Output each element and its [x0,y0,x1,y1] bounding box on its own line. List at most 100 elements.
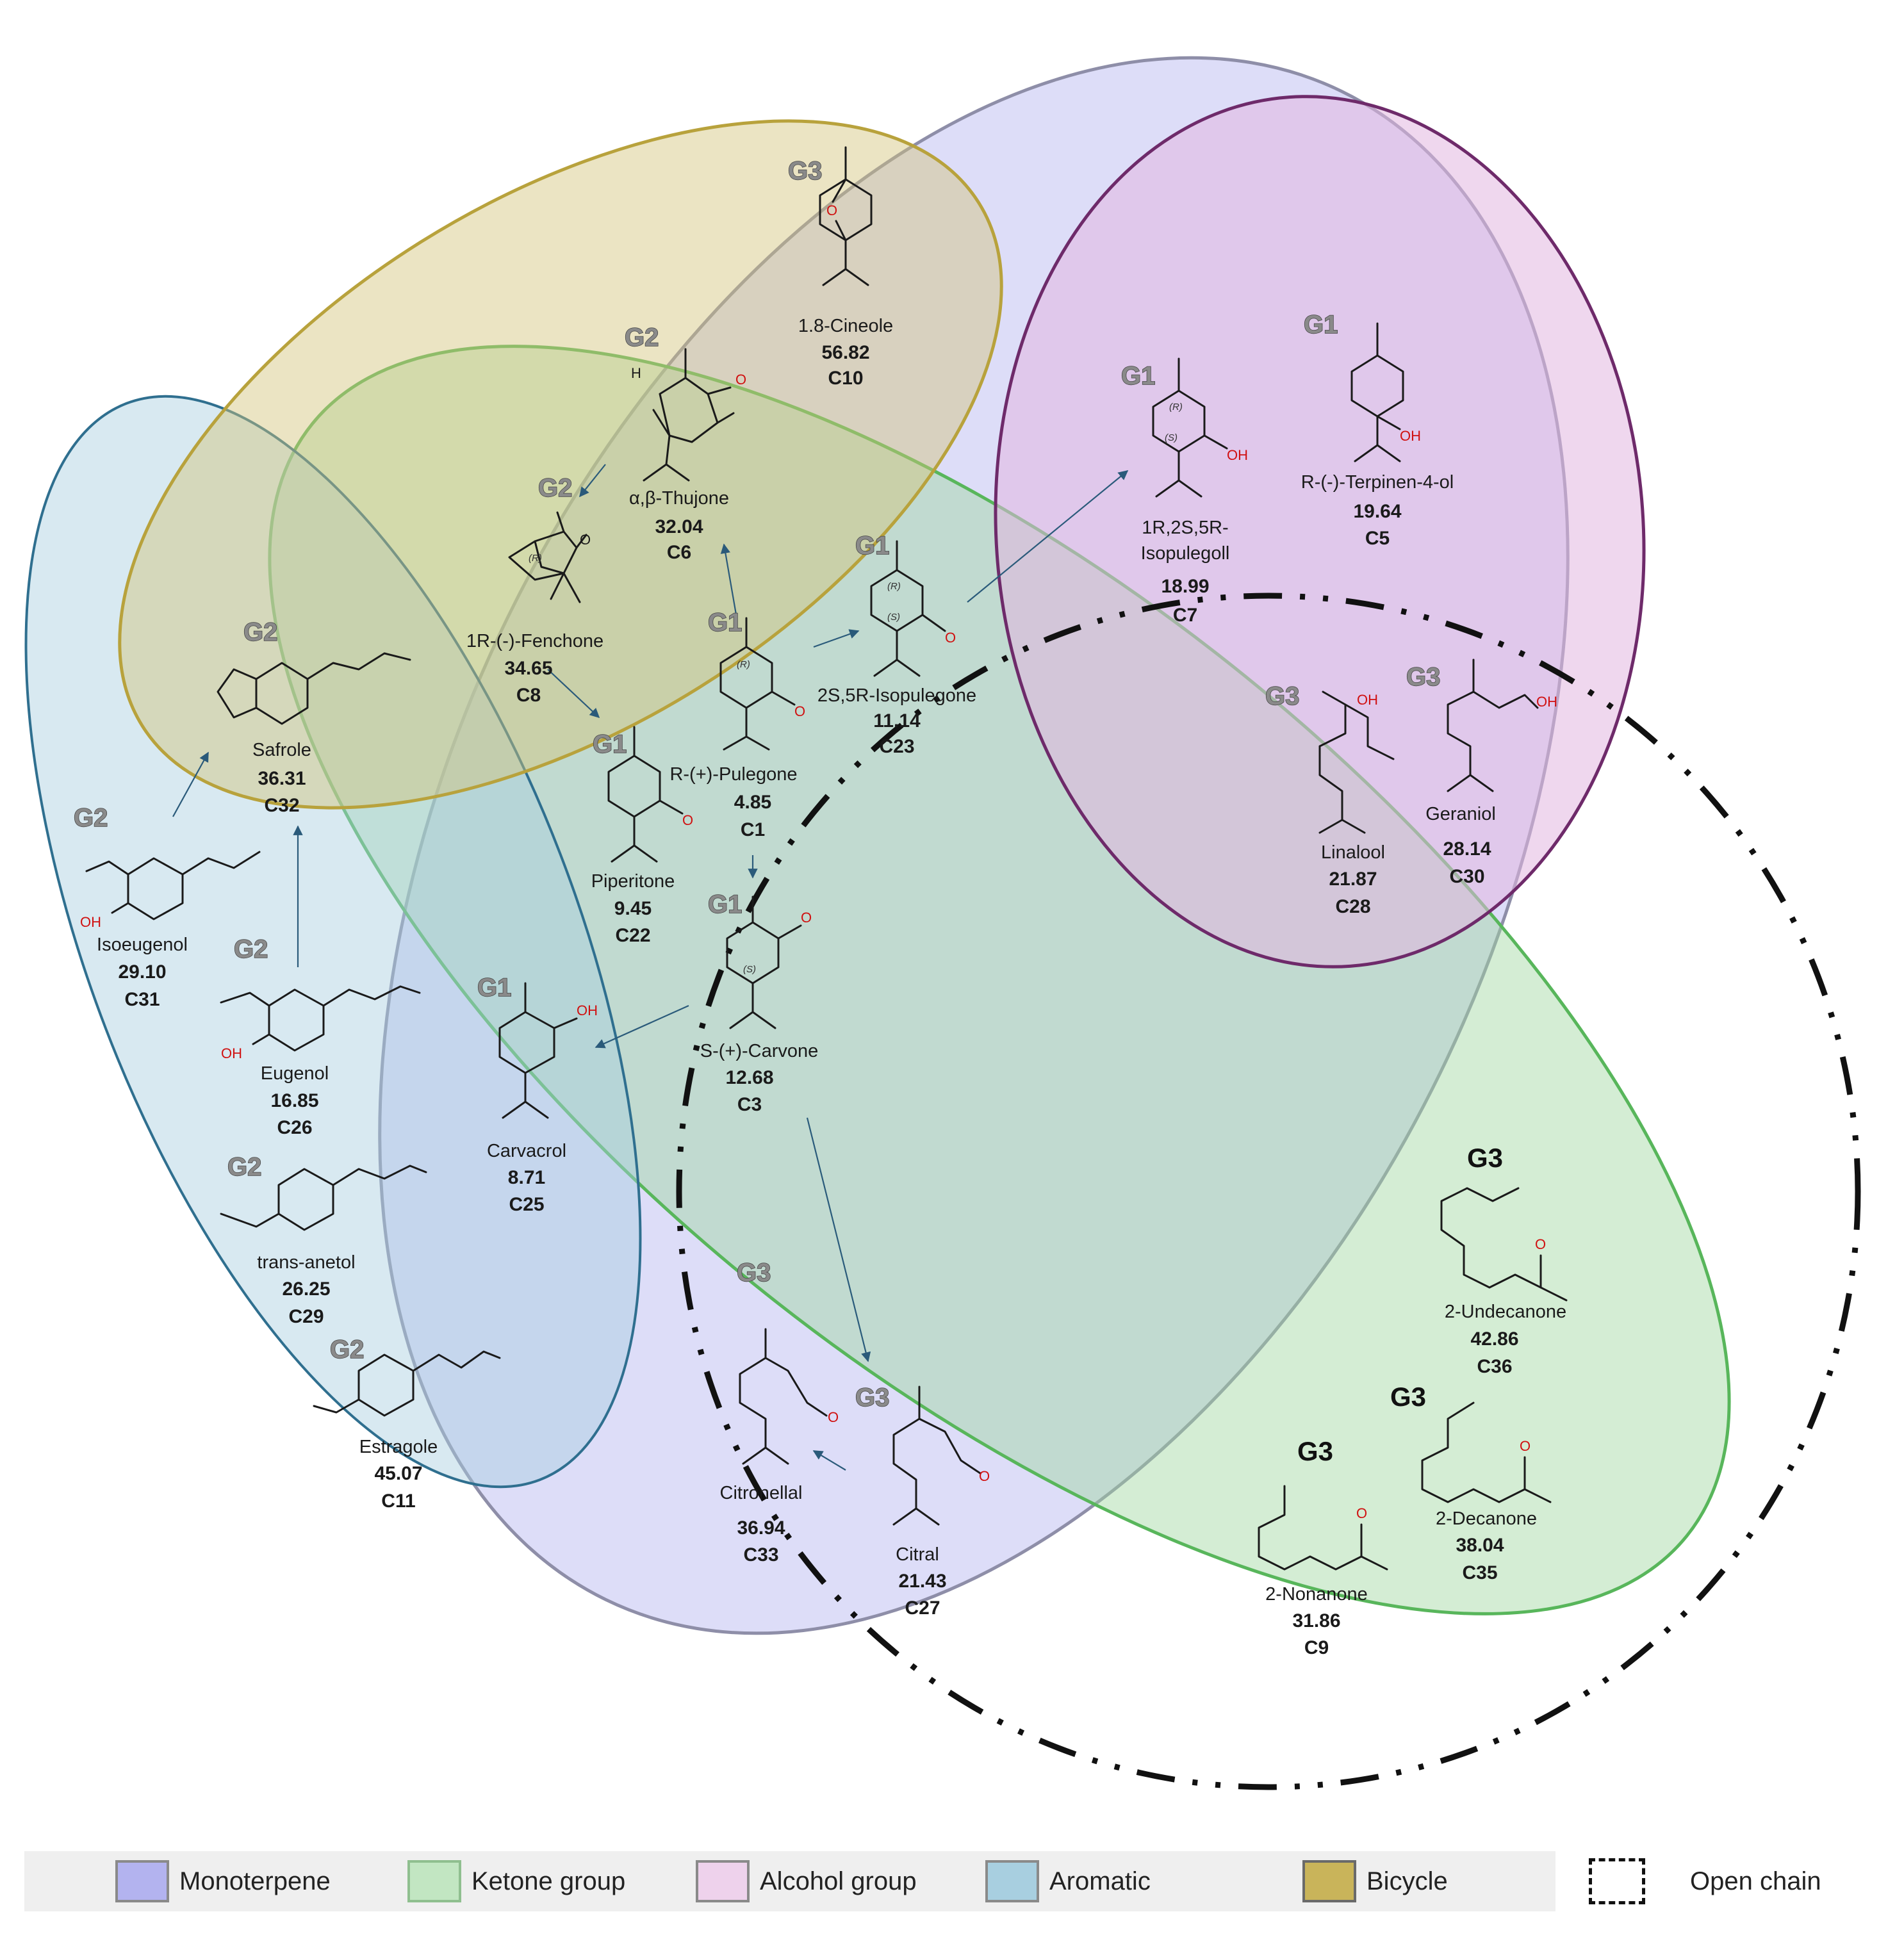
compound-code: C32 [264,795,299,816]
svg-text:(R): (R) [737,659,750,670]
compound-code: C35 [1462,1562,1497,1583]
compound-name: Citral [896,1544,939,1565]
svg-text:OH: OH [1536,694,1557,710]
legend-label-bicycle: Bicycle [1366,1867,1448,1895]
group-tag: G2 [234,935,268,963]
compound-nonanone: G3 O 2-Nonanone 31.86 C9 [1258,1436,1388,1658]
compound-value: 36.94 [737,1517,785,1539]
svg-text:OH: OH [221,1045,242,1061]
compound-isoeugenol: G2 OH Isoeugenol 29.10 C31 [73,803,261,1010]
compound-name: 2S,5R-Isopulegone [817,685,976,706]
svg-text:O: O [979,1468,990,1484]
legend-item-open-chain: Open chain [1589,1851,1821,1911]
alcohol-region [994,95,1646,968]
set-ellipses [24,56,1861,1790]
compound-name: Carvacrol [487,1141,566,1161]
compound-name: Safrole [252,740,311,760]
arrow-carvone-to-citral [806,1117,871,1362]
compound-value: 36.31 [258,768,306,789]
group-tag: G3 [1406,663,1440,691]
compound-estragole: G2 Estragole 45.07 C11 [313,1335,501,1512]
compound-name: 2-Nonanone [1265,1584,1368,1605]
legend-swatch-aromatic [985,1860,1039,1902]
arrow-citral-to-citronellal [812,1450,846,1471]
group-tag: G1 [477,974,511,1002]
compound-code: C1 [741,819,765,840]
compound-value: 45.07 [374,1463,422,1484]
reaction-arrows [172,464,1129,1471]
compound-terpinenol: G1 OH R-(-)-Terpinen-4-ol 19.64 C5 [1301,310,1454,549]
svg-text:O: O [801,910,812,926]
arrow-fenchone-to-pulegone [547,669,600,719]
svg-text:O: O [794,703,805,719]
compound-name: S-(+)-Carvone [700,1041,819,1061]
legend-label-ketone: Ketone group [472,1867,626,1895]
compound-name: Geraniol [1425,804,1496,824]
compound-value: 42.86 [1470,1328,1518,1350]
group-tag: G2 [243,618,277,646]
svg-text:(R): (R) [1169,402,1183,413]
group-tag: G1 [1304,311,1338,339]
legend-label-monoterpene: Monoterpene [179,1867,331,1895]
compound-value: 32.04 [655,516,703,537]
compound-code: C8 [516,685,541,706]
compound-code: C31 [124,989,160,1010]
svg-text:OH: OH [1400,428,1421,444]
compound-name: α,β-Thujone [629,488,729,509]
arrow-pulegone-to-isopulegone [813,629,860,648]
legend-swatch-open-chain [1589,1858,1645,1904]
compound-name: 2-Undecanone [1445,1302,1566,1322]
svg-text:O: O [580,532,591,548]
compound-name-line1: 1R,2S,5R- [1142,518,1228,538]
compound-name: Isoeugenol [97,935,188,955]
compound-name: Piperitone [591,871,675,892]
compound-value: 56.82 [821,342,869,363]
compound-name: Estragole [359,1437,438,1457]
compound-linalool: G3 OH Linalool 21.87 C28 [1265,682,1395,917]
group-tag: G1 [1121,362,1155,390]
svg-text:OH: OH [80,914,101,930]
compound-citral: G3 O Citral 21.43 C27 [855,1383,990,1619]
compound-name: trans-anetol [257,1252,355,1273]
svg-text:O: O [1356,1505,1367,1521]
group-tag: G2 [538,474,572,502]
group-tag: G1 [708,890,742,919]
compound-geraniol: G3 OH Geraniol 28.14 C30 [1406,658,1557,887]
group-tag: G3 [1297,1436,1333,1466]
compound-code: C27 [905,1598,940,1619]
compound-code: C25 [509,1194,544,1215]
compound-value: 34.65 [504,658,552,679]
compound-carvacrol: G1 OH Carvacrol 8.71 C25 [477,973,598,1215]
compound-value: 38.04 [1456,1535,1504,1556]
compound-code: C29 [288,1306,324,1327]
compound-isopulegone: G1 O (R) (S) 2S,5R-Isopulegone 11.14 C23 [817,531,976,757]
legend-swatch-alcohol [696,1860,750,1902]
compound-value: 11.14 [873,710,921,731]
legend-swatch-monoterpene [115,1860,169,1902]
legend-item-aromatic: Aromatic [985,1851,1151,1911]
compound-isopulegol: G1 OH (R) (S) 1R,2S,5R- Isopulegoll 18.9… [1120,357,1248,626]
legend-item-ketone: Ketone group [407,1851,625,1911]
group-tag: G3 [1265,682,1299,710]
compound-name: Linalool [1321,842,1385,863]
compound-code: C6 [667,542,691,563]
compound-name: Citronellal [720,1483,803,1503]
aromatic-region [24,395,642,1489]
group-tag: G2 [330,1336,364,1364]
legend-swatch-ketone [407,1860,461,1902]
svg-text:O: O [828,1409,839,1425]
open-chain-region [676,593,1861,1790]
compound-name: R-(+)-Pulegone [669,764,797,785]
svg-text:(S): (S) [743,964,756,975]
group-tag: G2 [227,1153,261,1181]
legend-item-alcohol: Alcohol group [696,1851,917,1911]
bicycle-region [118,119,1003,810]
compound-decanone: G3 O 2-Decanone 38.04 C35 [1390,1382,1552,1583]
compound-value: 4.85 [734,792,771,813]
compound-undecanone: G3 O 2-Undecanone 42.86 C36 [1440,1143,1568,1377]
legend-label-aromatic: Aromatic [1049,1867,1151,1895]
legend-label-open-chain: Open chain [1690,1867,1821,1895]
compound-value: 12.68 [725,1067,773,1088]
compound-code: C22 [615,925,650,946]
arrow-pulegone-to-thujone [720,543,738,619]
